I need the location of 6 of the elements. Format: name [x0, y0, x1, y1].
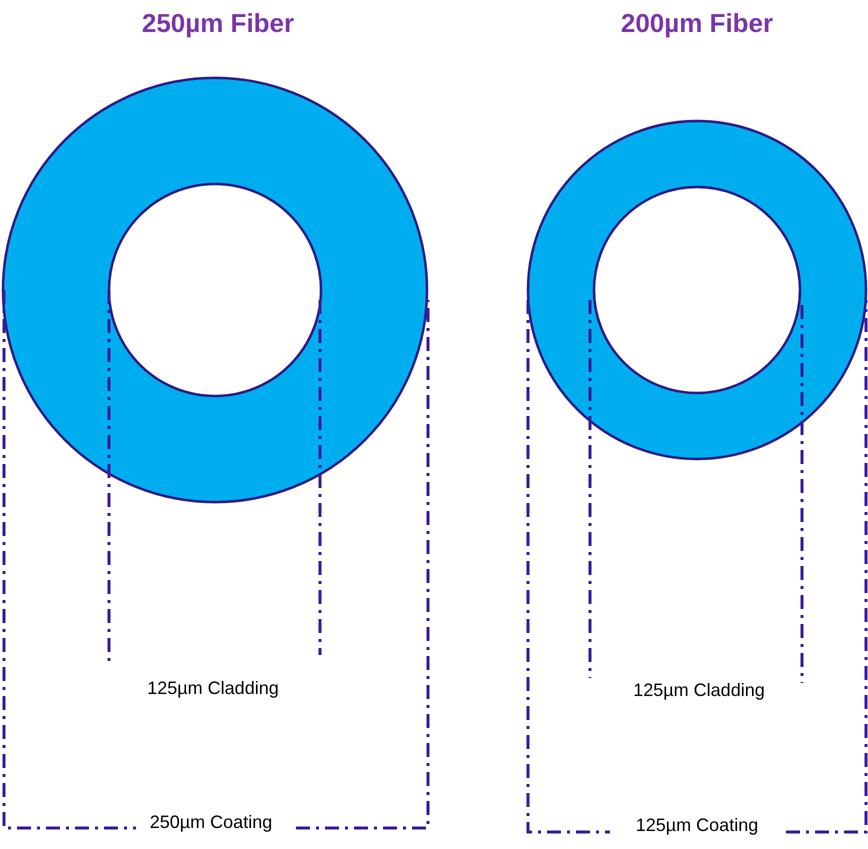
dimension-label: 125µm Coating	[636, 814, 758, 836]
dimension-label: 125µm Cladding	[147, 677, 279, 699]
diagram-heading: 250µm Fiber	[142, 8, 294, 38]
diagram-heading: 200µm Fiber	[620, 8, 774, 38]
dimension-label: 125µm Cladding	[633, 679, 765, 701]
dimension-label: 250µm Coating	[150, 811, 272, 833]
